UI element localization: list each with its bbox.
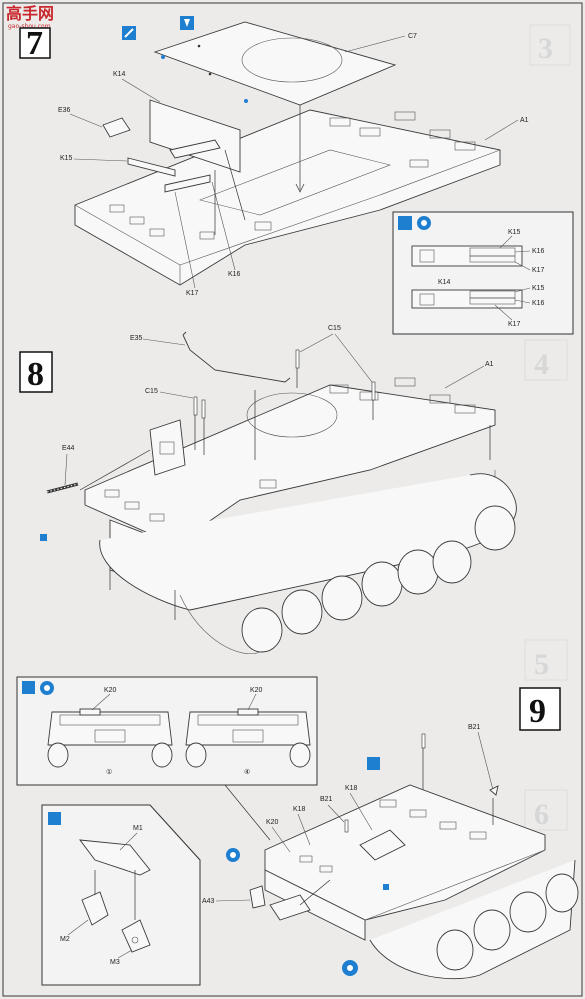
inset-label-k15b: K15 (532, 285, 545, 292)
label-k16: K16 (228, 271, 241, 278)
part-m2 (81, 891, 109, 926)
hull-a1 (74, 109, 501, 286)
step-9-inset: K20 ① K20 ④ (16, 676, 318, 786)
label-e44: E44 (62, 445, 75, 452)
label-a1-step8: A1 (485, 361, 494, 368)
label-k14: K14 (113, 71, 126, 78)
step-8-number: 8 (27, 356, 44, 393)
inset9-label-k20a: K20 (104, 687, 117, 694)
part-b21a (421, 733, 426, 749)
ghost-step-3: 3 (529, 24, 571, 66)
label-m1: M1 (133, 825, 143, 832)
pin-c15-b (371, 381, 376, 401)
part-a43 (249, 885, 266, 909)
step-8: 8 E35 (19, 325, 517, 654)
hull-a1-step8 (84, 384, 496, 546)
subassembly-box (41, 804, 201, 986)
ghost-step-5-text: 5 (534, 648, 549, 681)
label-e36: E36 (58, 107, 71, 114)
pin-c15-a (295, 349, 300, 369)
label-c15a: C15 (328, 325, 341, 332)
inset-label-k17a: K17 (532, 267, 545, 274)
step-9: 9 K20 ① (16, 676, 579, 986)
track-step9 (369, 859, 576, 980)
ghost-step-5: 5 (524, 639, 568, 681)
label-b21a: B21 (468, 724, 481, 731)
part-e36 (102, 117, 131, 138)
watermark-logo-text: 高手网 (6, 4, 54, 23)
part-k16 (169, 139, 221, 159)
watermark-logo: 高手网 gao-shou.com (6, 4, 54, 30)
step-7-box (19, 27, 51, 59)
label-k17: K17 (186, 290, 199, 297)
inset-glue-icon (398, 216, 412, 230)
part-k15 (127, 157, 176, 177)
step-7-inset-box (392, 211, 574, 335)
label-b21b: B21 (320, 796, 333, 803)
label-c15b: C15 (145, 388, 158, 395)
label-a43: A43 (202, 898, 215, 905)
part-e44 (46, 482, 79, 494)
road-wheels-step8 (241, 505, 516, 653)
ghost-step-4-text: 4 (534, 348, 549, 381)
part-m3 (121, 919, 151, 953)
rear-view-4: K20 ④ (185, 687, 311, 776)
rear-view-1: K20 ① (47, 687, 173, 776)
label-m2: M2 (60, 936, 70, 943)
inset9-label-k20b: K20 (250, 687, 263, 694)
label-k20: K20 (266, 819, 279, 826)
part-m1 (79, 839, 151, 876)
label-e35: E35 (130, 335, 143, 342)
ghost-step-6: 6 (524, 789, 568, 831)
inset-label-k16b: K16 (532, 300, 545, 307)
plate-c7 (153, 21, 397, 106)
pin-c15-c (193, 396, 198, 416)
label-k15: K15 (60, 155, 73, 162)
step-9-number: 9 (529, 693, 546, 730)
inset9-label-1: ① (106, 768, 112, 776)
ghost-step-3-text: 3 (538, 32, 553, 65)
part-k17 (164, 174, 211, 193)
ghost-step-4: 4 (524, 339, 568, 381)
label-c7: C7 (408, 33, 417, 40)
ghost-step-6-text: 6 (534, 798, 549, 831)
step-7-number: 7 (26, 25, 43, 62)
part-k14 (149, 99, 241, 173)
step-9-subassembly: M1 M2 M3 (41, 804, 201, 986)
inset-label-k17b: K17 (508, 321, 521, 328)
label-k18a: K18 (345, 785, 358, 792)
part-e35 (182, 334, 291, 383)
step-7: 7 C7 A1 K14 (19, 16, 574, 335)
road-wheels-step9 (436, 873, 579, 971)
sub-glue-icon (48, 812, 61, 825)
label-m3: M3 (110, 959, 120, 966)
track-step8 (99, 473, 517, 611)
watermark-url: gao-shou.com (8, 23, 51, 30)
step-9-box (519, 687, 561, 731)
step-8-box (19, 351, 53, 393)
inset-label-k14: K14 (438, 279, 451, 286)
inset9-label-4: ④ (244, 768, 250, 776)
label-a1: A1 (520, 117, 529, 124)
label-k18b: K18 (293, 806, 306, 813)
inset9-glue-icon (22, 681, 35, 694)
inset-label-k15a: K15 (508, 229, 521, 236)
step9-glue-icon (367, 757, 380, 770)
step8-small-icon (40, 534, 47, 541)
inset-label-k16a: K16 (532, 248, 545, 255)
step-7-inset: K15 K16 K17 K14 K15 K16 K17 (392, 211, 574, 335)
